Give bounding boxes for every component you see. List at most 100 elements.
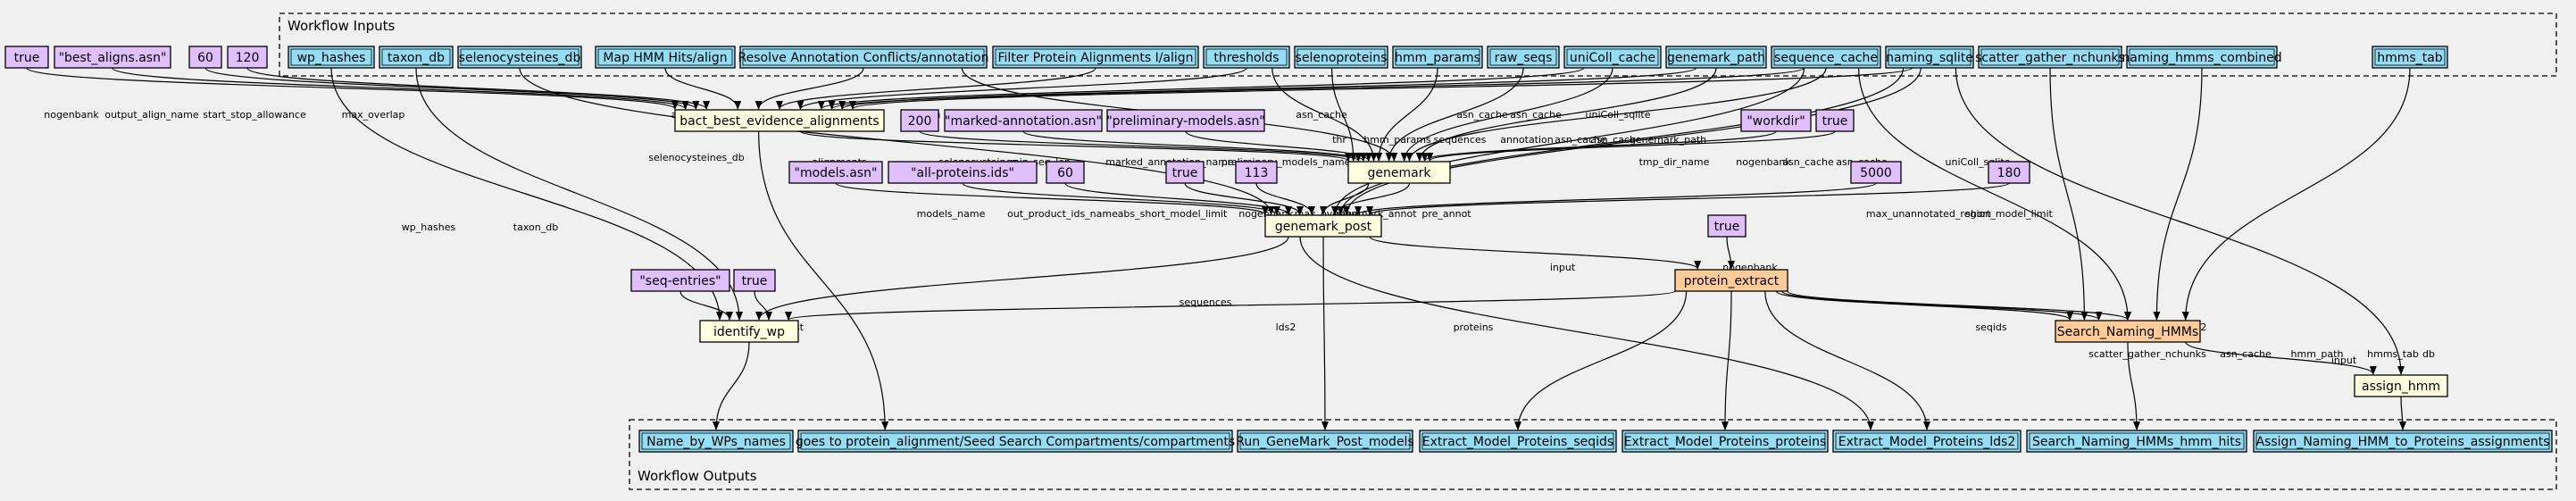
param-node-180[interactable]: 180: [1988, 161, 2030, 184]
step-node-assign-hmm[interactable]: assign_hmm: [2354, 374, 2448, 397]
edge-s0-to-s1-15: [799, 130, 1352, 162]
param-node-true[interactable]: true: [733, 269, 776, 292]
edge-label-taxon-db: taxon_db: [513, 221, 558, 233]
param-node-200[interactable]: 200: [900, 109, 939, 132]
param-node-60[interactable]: 60: [188, 46, 222, 69]
input-node-label: wp_hashes: [297, 51, 366, 65]
param-node-true[interactable]: true: [1707, 214, 1747, 238]
input-node-label: naming_sqlite: [1886, 51, 1973, 65]
param-node-box: [733, 269, 776, 292]
input-node-selenoproteins[interactable]: selenoproteins: [1294, 46, 1388, 69]
param-node-seq-entries[interactable]: "seq-entries": [630, 269, 730, 292]
edge-in4-to-s0-5: [754, 67, 864, 110]
edge-label-input: input: [1550, 262, 1576, 273]
param-node-all-proteins-ids[interactable]: "all-proteins.ids": [888, 161, 1038, 184]
param-node-label: 120: [236, 51, 260, 65]
input-node-naming-sqlite[interactable]: naming_sqlite: [1885, 46, 1974, 69]
output-node-extract-model-proteins-seqids[interactable]: Extract_Model_Proteins_seqids: [1419, 430, 1617, 453]
param-node-workdir[interactable]: "workdir": [1740, 109, 1812, 132]
input-node-naming-hmms-combined[interactable]: naming_hmms_combined: [2122, 46, 2282, 69]
input-node-resolve-annotation-conflicts-annotation[interactable]: Resolve Annotation Conflicts/annotation: [738, 46, 989, 69]
step-node-bact-best-evidence-alignments[interactable]: bact_best_evidence_alignments: [674, 109, 885, 132]
output-node-label: goes to protein_alignment/Seed Search Co…: [796, 435, 1235, 449]
step-node-label: Search_Naming_HMMs: [2057, 325, 2198, 339]
input-node-genemark-path[interactable]: genemark_path: [1665, 46, 1767, 69]
output-node-inner-border: [1835, 432, 2019, 450]
param-node-models-asn[interactable]: "models.asn": [788, 161, 883, 184]
param-node-label: 200: [908, 114, 932, 129]
input-node-box: [1294, 46, 1388, 69]
param-node-113[interactable]: 113: [1235, 161, 1278, 184]
input-node-label: scatter_gather_nchunks: [1975, 51, 2125, 65]
param-node-120[interactable]: 120: [227, 46, 268, 69]
param-node-true[interactable]: true: [1165, 161, 1205, 184]
input-node-thresholds[interactable]: thresholds: [1203, 46, 1290, 69]
param-node-label: "preliminary-models.asn": [1106, 114, 1265, 129]
param-node-box: [1235, 161, 1278, 184]
param-node-true[interactable]: true: [1815, 109, 1855, 132]
output-node-goes-to-protein-alignment-seed-search-compartments-compartments[interactable]: goes to protein_alignment/Seed Search Co…: [796, 430, 1235, 453]
param-node-true[interactable]: true: [4, 46, 49, 69]
input-node-scatter-gather-nchunks[interactable]: scatter_gather_nchunks: [1975, 46, 2125, 69]
input-node-map-hmm-hits-align[interactable]: Map HMM Hits/align: [595, 46, 736, 69]
edge-p16-to-s3-42: [1726, 236, 1735, 270]
edge-in9-to-s1-22: [1385, 67, 1524, 162]
input-node-raw-seqs[interactable]: raw_seqs: [1487, 46, 1560, 69]
param-node-box: [630, 269, 730, 292]
input-node-wp-hashes[interactable]: wp_hashes: [288, 46, 375, 69]
input-node-inner-border: [1205, 48, 1288, 66]
workflow-outputs-label: Workflow Outputs: [638, 468, 757, 484]
output-node-extract-model-proteins-lds2[interactable]: Extract_Model_Proteins_lds2: [1832, 430, 2022, 453]
edge-p2-to-s0-2: [204, 67, 700, 110]
input-node-taxon-db[interactable]: taxon_db: [379, 46, 454, 69]
step-node-protein-extract[interactable]: protein_extract: [1674, 269, 1788, 292]
input-node-box: [288, 46, 375, 69]
output-node-extract-model-proteins-proteins[interactable]: Extract_Model_Proteins_proteins: [1621, 430, 1829, 453]
param-node-5000[interactable]: 5000: [1850, 161, 1902, 184]
step-node-identify-wp[interactable]: identify_wp: [699, 320, 799, 343]
param-node-best-aligns-asn[interactable]: "best_aligns.asn": [54, 46, 171, 69]
edge-label-proteins: proteins: [1454, 321, 1494, 333]
output-node-assign-naming-hmm-to-proteins-assignments[interactable]: Assign_Naming_HMM_to_Proteins_assignment…: [2253, 430, 2553, 453]
step-node-genemark-post[interactable]: genemark_post: [1264, 214, 1382, 238]
input-node-inner-border: [381, 48, 451, 66]
input-node-box: [379, 46, 454, 69]
edge-s3-to-o3-u3: [1514, 290, 1688, 430]
edge-label-tmp-dir-name: tmp_dir_name: [1639, 156, 1710, 168]
output-node-search-naming-hmms-hmm-hits[interactable]: Search_Naming_HMMs_hmm_hits: [2026, 430, 2247, 453]
step-node-box: [1347, 161, 1451, 184]
input-node-selenocysteines-db[interactable]: selenocysteines_db: [457, 46, 582, 69]
edge-s1-to-s2-37: [1320, 182, 1370, 215]
param-node-box: [788, 161, 883, 184]
edge-label-max-overlap: max_overlap: [342, 109, 405, 121]
param-node-marked-annotation-asn[interactable]: "marked-annotation.asn": [944, 109, 1103, 132]
input-node-label: raw_seqs: [1495, 51, 1553, 65]
edge-label-short-model-limit: short_model_limit: [1965, 208, 2053, 220]
edge-p3-to-s0-3: [246, 67, 710, 110]
param-node-box: [188, 46, 222, 69]
edge-s4-to-o6-u6: [2127, 341, 2140, 430]
step-node-search-naming-hmms[interactable]: Search_Naming_HMMs: [2055, 320, 2201, 343]
input-node-inner-border: [995, 48, 1196, 66]
input-node-box: [2372, 46, 2448, 69]
input-node-sequence-cache[interactable]: sequence_cache: [1771, 46, 1881, 69]
input-node-hmms-tab[interactable]: hmms_tab: [2372, 46, 2448, 69]
input-node-hmm-params[interactable]: hmm_params: [1392, 46, 1483, 69]
output-node-run-genemark-post-models[interactable]: Run_GeneMark_Post_models: [1236, 430, 1414, 453]
output-node-name-by-wps-names[interactable]: Name_by_WPs_names: [638, 430, 794, 453]
param-node-preliminary-models-asn[interactable]: "preliminary-models.asn": [1106, 109, 1265, 132]
edge-label-genemark-path: genemark_path: [1630, 134, 1706, 146]
step-node-genemark[interactable]: genemark: [1347, 161, 1451, 184]
edge-p1-to-s0-1: [112, 67, 689, 110]
param-node-label: 60: [197, 51, 213, 65]
param-node-label: "seq-entries": [639, 274, 721, 288]
edge-in12-to-s2-29: [1331, 67, 1805, 215]
param-node-60[interactable]: 60: [1046, 161, 1085, 184]
input-node-filter-protein-alignments-i-align[interactable]: Filter Protein Alignments I/align: [992, 46, 1199, 69]
input-node-inner-border: [2374, 48, 2446, 66]
param-node-box: [888, 161, 1038, 184]
input-node-label: selenocysteines_db: [459, 51, 581, 65]
edge-label-hmms-tab: hmms_tab: [2367, 348, 2419, 360]
workflow-inputs-cluster: [279, 13, 2557, 77]
input-node-unicoll-cache[interactable]: uniColl_cache: [1563, 46, 1662, 69]
